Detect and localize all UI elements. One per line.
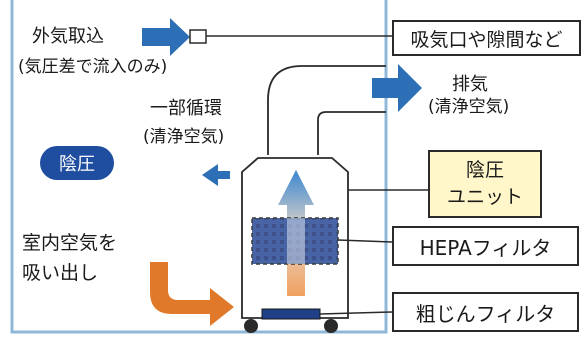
hepa-filter-callout: HEPAフィルタ	[392, 226, 579, 266]
suction-arrow	[150, 262, 234, 326]
wheel-left	[244, 319, 258, 333]
negative-pressure-unit-callout: 陰圧 ユニット	[428, 150, 542, 218]
outdoor-intake-label-2: (気圧差で流入のみ)	[18, 57, 168, 77]
exhaust-label-1: 排気	[452, 74, 488, 95]
recirc-label-2: (清浄空気)	[143, 127, 225, 147]
draw-air-label-1: 室内空気を	[22, 232, 118, 254]
airflow-through-hepa	[287, 218, 305, 264]
intake-arrow	[142, 18, 190, 56]
vent-gap-callout: 吸気口や隙間など	[392, 20, 581, 56]
exhaust-duct-outer	[267, 65, 386, 155]
coarse-leader-line	[319, 311, 393, 315]
outdoor-intake-label-1: 外気取込	[32, 26, 104, 47]
exhaust-label-2: (清浄空気)	[428, 97, 510, 117]
recirc-label-1: 一部循環	[150, 98, 222, 119]
intake-vent	[189, 29, 207, 44]
wheel-right	[324, 319, 338, 333]
draw-air-label-2: 吸い出し	[22, 262, 99, 284]
exhaust-duct-inner	[317, 111, 386, 155]
unit-callout-line-1: 陰圧	[465, 159, 504, 181]
recirc-arrow	[202, 164, 230, 186]
room-outline	[10, 0, 388, 334]
negative-pressure-badge: 陰圧	[40, 146, 114, 180]
exhaust-arrow	[372, 64, 422, 112]
coarse-filter-bar	[261, 308, 321, 320]
coarse-filter-callout: 粗じんフィルタ	[392, 292, 579, 332]
hepa-leader-line	[337, 239, 393, 243]
unit-callout-line-2: ユニット	[446, 186, 523, 208]
